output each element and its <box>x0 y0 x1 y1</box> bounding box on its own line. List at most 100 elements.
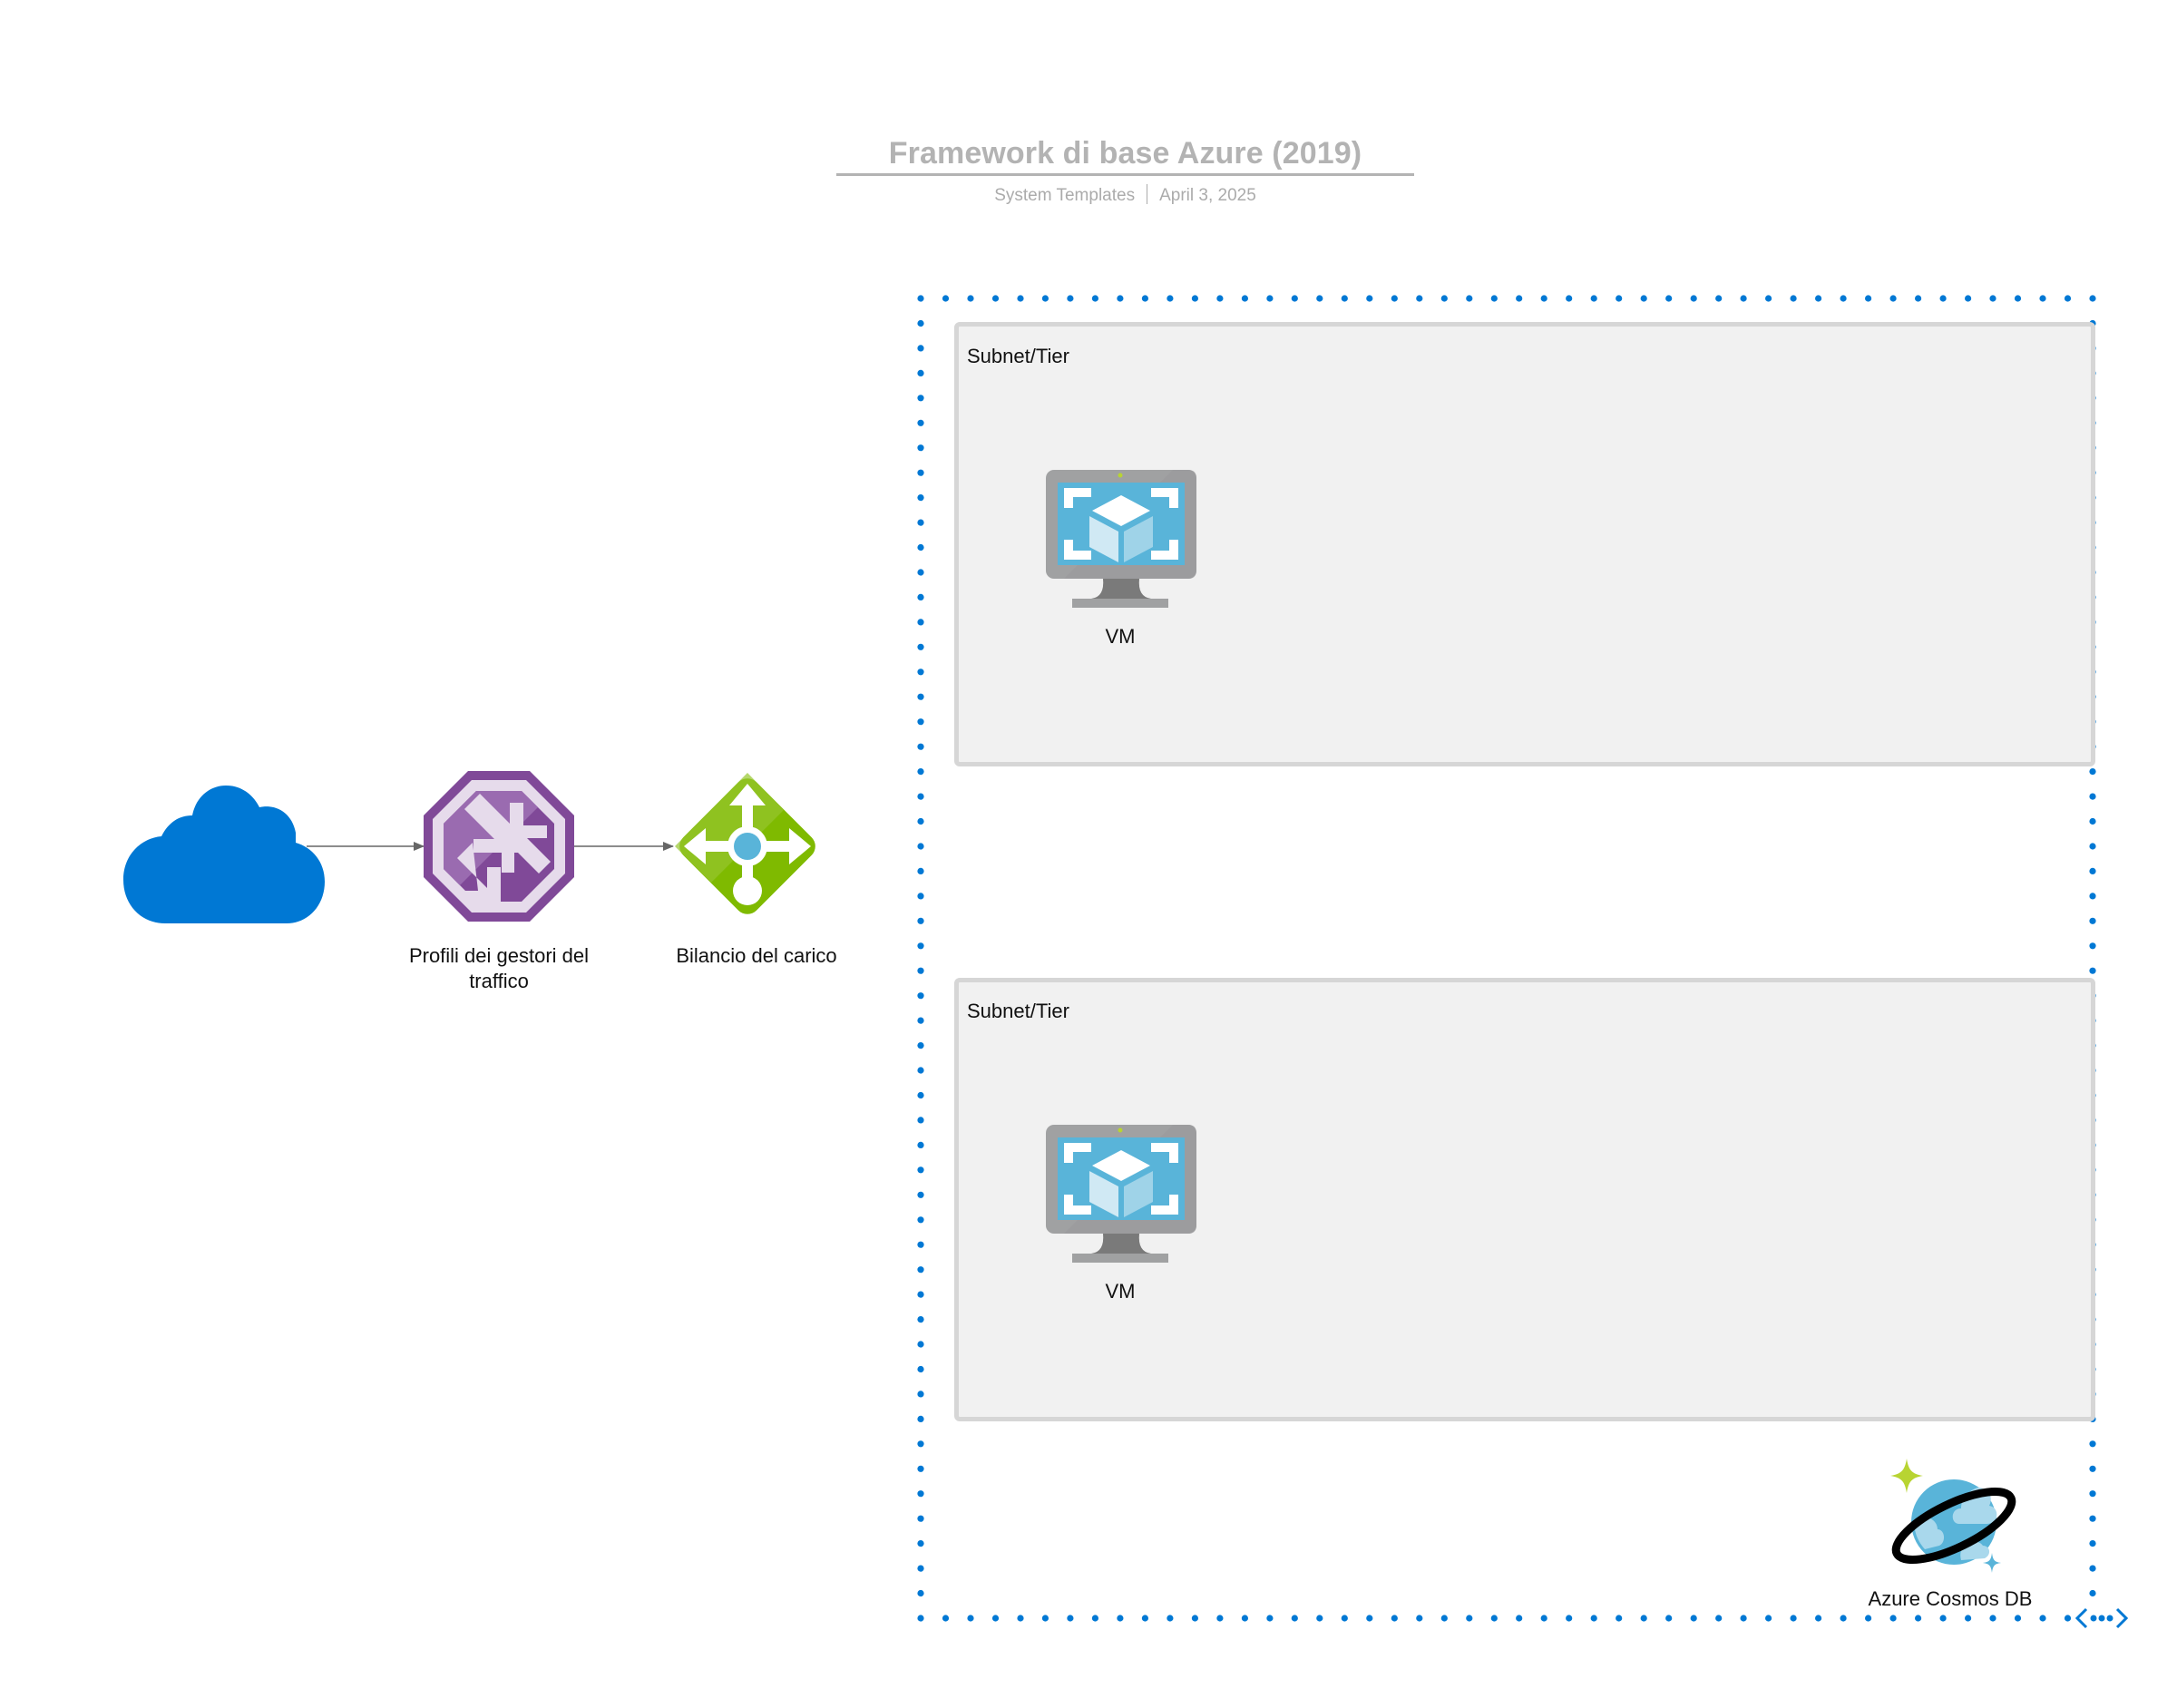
vnet-border-dot <box>917 1341 924 1348</box>
vnet-border-dot <box>1440 295 1448 302</box>
vnet-border-dot <box>1715 295 1723 302</box>
subnet-tier-2-label: Subnet/Tier <box>967 1000 1069 1022</box>
vnet-border-dot <box>917 1565 924 1572</box>
vnet-border-dot <box>1141 295 1148 302</box>
cosmos-db-node[interactable] <box>1887 1459 2021 1576</box>
vnet-border-dot <box>917 967 924 974</box>
vnet-border-dot <box>917 1391 924 1398</box>
vnet-border-dot <box>1989 1615 1996 1622</box>
load-balancer-label: Bilancio del carico <box>676 944 837 967</box>
vnet-border-dot <box>1017 1615 1024 1622</box>
vnet-border-dot <box>2089 295 2096 302</box>
vnet-border-dot <box>917 1440 924 1448</box>
vnet-border-dot <box>991 295 1000 302</box>
load-balancer-icon <box>675 773 815 914</box>
vnet-border-dot <box>2089 793 2096 800</box>
vnet-border-dot <box>2089 843 2096 850</box>
virtual-machine-icon <box>1046 1125 1196 1263</box>
vnet-border-dot <box>1091 1615 1098 1622</box>
vnet-border-dot <box>917 1117 924 1124</box>
vnet-border-dot <box>917 519 924 526</box>
vnet-border-dot <box>1041 1615 1049 1622</box>
vnet-border-dot <box>917 743 924 750</box>
vnet-border-dot <box>917 1490 924 1498</box>
vnet-border-dot <box>917 718 924 726</box>
vnet-border-dot <box>917 295 924 302</box>
vnet-border-dot <box>917 1589 924 1597</box>
virtual-machine-icon <box>1046 470 1196 608</box>
vm-node-1[interactable] <box>1046 470 1196 608</box>
vnet-border-dot <box>917 1191 924 1198</box>
vnet-border-dot <box>917 1540 924 1547</box>
vnet-border-dot <box>2014 295 2022 302</box>
vnet-border-dot <box>1490 1615 1498 1622</box>
vnet-border-dot <box>917 319 924 327</box>
traffic-manager-node[interactable] <box>424 771 574 922</box>
vnet-border-dot <box>1715 1615 1723 1622</box>
vnet-border-dot <box>1440 1615 1448 1622</box>
vnet-border-dot <box>1291 1615 1298 1622</box>
vnet-border-dot <box>942 295 950 302</box>
vnet-border-dot <box>1566 295 1573 302</box>
vnet-border-dot <box>1167 295 1174 302</box>
vm-node-2[interactable] <box>1046 1125 1196 1263</box>
load-balancer-node[interactable] <box>671 771 824 922</box>
vnet-border-dot <box>1740 295 1747 302</box>
vnet-border-dot <box>1167 1615 1174 1622</box>
vnet-border-dot <box>2089 1589 2096 1597</box>
vnet-border-dot <box>1141 1615 1148 1622</box>
vnet-border-dot <box>1516 1615 1523 1622</box>
vnet-border-dot <box>1341 1615 1348 1622</box>
vnet-border-dot <box>917 992 924 1000</box>
vnet-border-dot <box>1640 295 1647 302</box>
internet-node[interactable] <box>123 786 325 924</box>
vnet-border-dot <box>917 395 924 402</box>
vnet-border-dot <box>917 1615 924 1622</box>
vnet-border-dot <box>2089 893 2096 900</box>
vnet-border-dot <box>917 444 924 452</box>
subnet-tier-1-label: Subnet/Tier <box>967 345 1069 367</box>
vnet-border-dot <box>917 1067 924 1074</box>
vnet-border-dot <box>1191 1615 1198 1622</box>
vnet-border-dot <box>1391 295 1398 302</box>
vnet-border-dot <box>1765 1615 1772 1622</box>
vnet-border-dot <box>1690 1615 1697 1622</box>
vnet-border-dot <box>1590 295 1597 302</box>
vnet-border-dot <box>1965 295 1972 302</box>
vnet-border-dot <box>917 494 924 502</box>
vnet-border-dot <box>1790 295 1797 302</box>
vnet-border-dot <box>917 419 924 426</box>
vnet-border-dot <box>1989 295 1996 302</box>
vnet-border-dot <box>917 1241 924 1248</box>
vnet-border-dot <box>1540 1615 1547 1622</box>
vnet-border-dot <box>967 295 974 302</box>
vnet-border-dot <box>2064 1615 2072 1622</box>
vnet-border-dot <box>1266 1615 1274 1622</box>
vnet-border-dot <box>1540 295 1547 302</box>
vnet-border-dot <box>2089 917 2096 924</box>
vnet-border-dot <box>2089 1490 2096 1498</box>
vnet-border-dot <box>2039 1615 2046 1622</box>
vnet-border-dot <box>917 917 924 924</box>
vnet-border-dot <box>917 1465 924 1472</box>
vnet-border-dot <box>2089 1515 2096 1522</box>
vnet-border-dot <box>2089 768 2096 776</box>
vnet-border-dot <box>1490 295 1498 302</box>
cosmos-db-label: Azure Cosmos DB <box>1868 1587 2033 1610</box>
vnet-border-dot <box>991 1615 1000 1622</box>
vnet-border-dot <box>967 1615 974 1622</box>
vnet-border-dot <box>1889 295 1897 302</box>
vnet-border-dot <box>1316 295 1323 302</box>
virtual-network-icon <box>2075 1607 2129 1629</box>
vnet-border-dot <box>1366 1615 1373 1622</box>
vnet-border-dot <box>1915 295 1922 302</box>
vnet-border-dot <box>1889 1615 1897 1622</box>
vnet-border-dot <box>1566 1615 1573 1622</box>
vnet-border-dot <box>917 867 924 875</box>
subtitle-source: System Templates <box>994 186 1136 205</box>
vnet-border-dot <box>1091 295 1098 302</box>
vnet-border-dot <box>1939 295 1947 302</box>
vnet-border-dot <box>1067 295 1074 302</box>
vnet-border-dot <box>1416 295 1423 302</box>
